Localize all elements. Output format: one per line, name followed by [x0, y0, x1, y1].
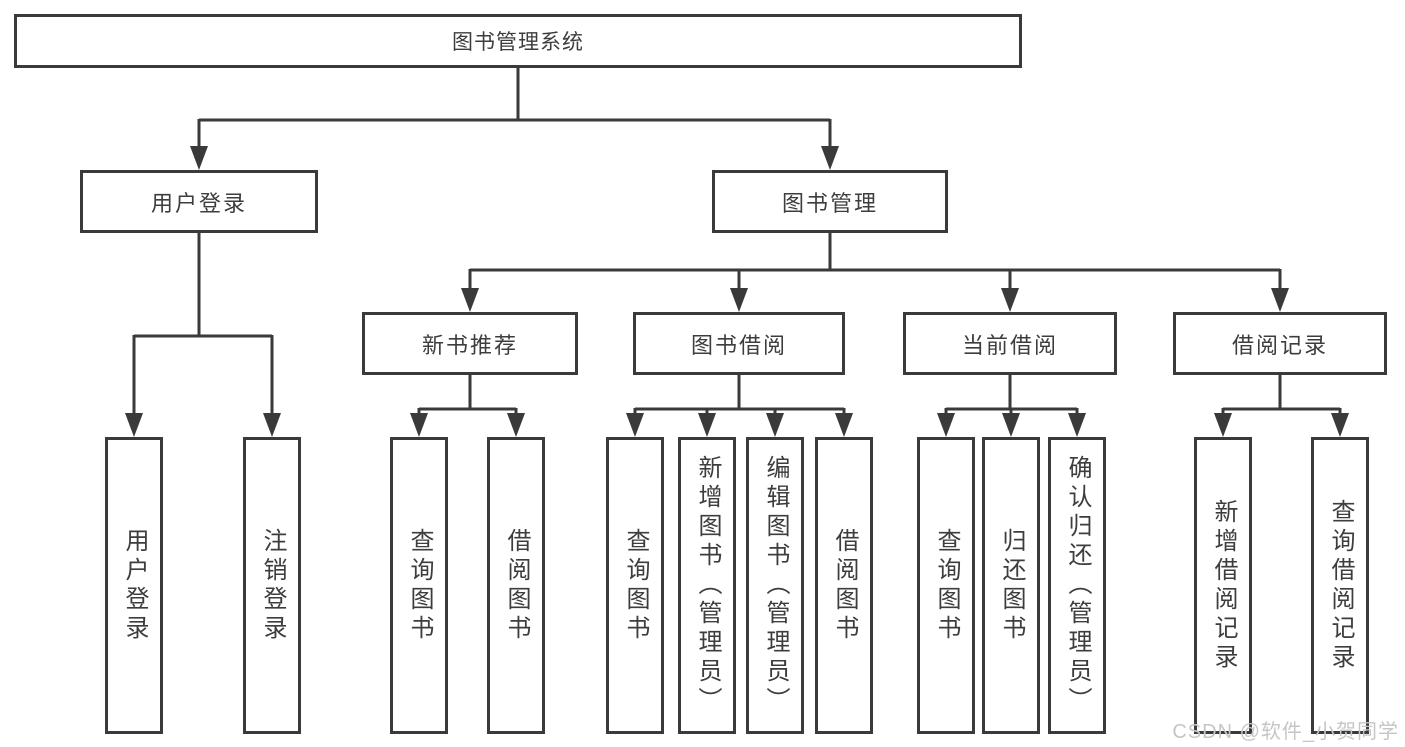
leaf-borrow-query-books: 查询图书	[606, 437, 664, 734]
leaf-borrow-books: 借阅图书	[815, 437, 873, 734]
leaf-current-query-books: 查询图书	[917, 437, 975, 734]
leaf-add-books-admin: 新增图书（管理员）	[678, 437, 736, 734]
leaf-recommend-query-books: 查询图书	[390, 437, 448, 734]
leaf-logout: 注销登录	[243, 437, 301, 734]
leaf-user-login: 用户登录	[105, 437, 163, 734]
node-user-login: 用户登录	[80, 170, 318, 233]
node-new-book-recommend: 新书推荐	[362, 312, 578, 375]
node-current-borrow: 当前借阅	[903, 312, 1117, 375]
arrowheads	[125, 146, 1349, 437]
node-book-management: 图书管理	[712, 170, 948, 233]
leaf-query-borrow-record: 查询借阅记录	[1311, 437, 1369, 734]
leaf-confirm-return-admin: 确认归还（管理员）	[1048, 437, 1106, 734]
node-borrow-records: 借阅记录	[1173, 312, 1387, 375]
leaf-return-books: 归还图书	[982, 437, 1040, 734]
leaf-edit-books-admin: 编辑图书（管理员）	[746, 437, 804, 734]
leaf-add-borrow-record: 新增借阅记录	[1194, 437, 1252, 734]
leaf-recommend-borrow-books: 借阅图书	[487, 437, 545, 734]
node-book-borrow: 图书借阅	[633, 312, 845, 375]
node-library-system: 图书管理系统	[14, 14, 1022, 68]
